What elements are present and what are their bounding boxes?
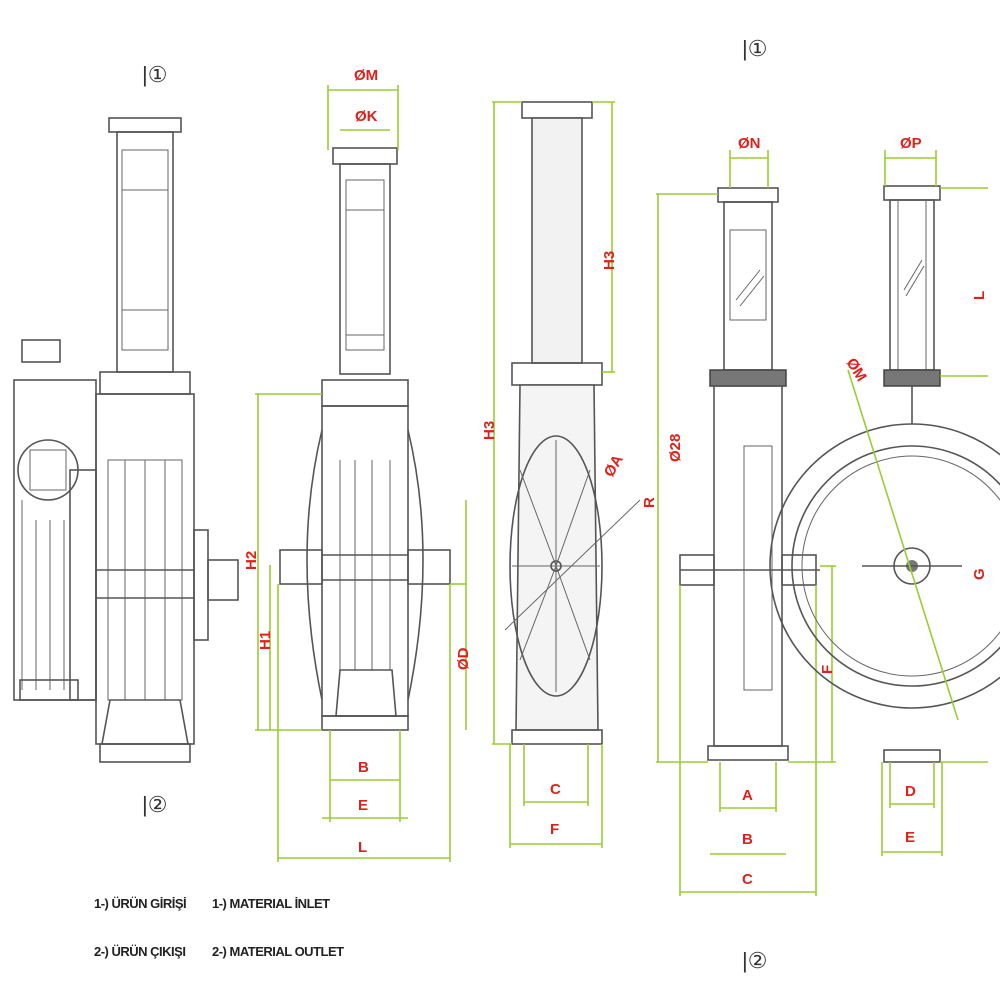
outlet-marker: |②	[142, 792, 167, 817]
view-side: |① |② ØN R Ø28 F A B C	[641, 36, 836, 973]
inlet-marker-right: |①	[742, 36, 767, 61]
dim-e-end: E	[905, 829, 915, 846]
dim-c-side: C	[742, 871, 753, 888]
dim-h3-total: H3	[481, 421, 498, 440]
dim-s: Ø28	[667, 434, 684, 462]
dim-m-end: ØM	[843, 355, 870, 385]
dim-d: ØD	[455, 647, 472, 670]
view-side-with-motor: |① |②	[13, 62, 239, 817]
dim-a-side: A	[742, 787, 753, 804]
inlet-marker: |①	[142, 62, 167, 87]
legend-en-outlet: 2-) MATERIAL OUTLET	[212, 944, 344, 959]
dim-n: ØN	[738, 135, 761, 152]
dim-b-side: B	[742, 831, 753, 848]
dim-d-end: D	[905, 783, 916, 800]
dim-b: B	[358, 759, 369, 776]
dim-l: L	[358, 839, 367, 856]
dim-f: F	[550, 821, 559, 838]
dim-h3-upper: H3	[601, 251, 618, 270]
dim-k: ØK	[355, 108, 378, 125]
dim-f-side: F	[819, 665, 836, 674]
dim-a: ØA	[601, 452, 627, 480]
dim-l-end: L	[971, 291, 988, 300]
legend-tr-outlet: 2-) ÜRÜN ÇIKIŞI	[94, 944, 186, 959]
dim-r: R	[641, 497, 658, 508]
dim-h1: H1	[257, 631, 274, 650]
view-front: ØM ØK H2 H1 ØD B E L	[243, 67, 472, 862]
legend-en-inlet: 1-) MATERIAL İNLET	[212, 896, 330, 911]
dim-h2: H2	[243, 551, 260, 570]
dim-m: ØM	[354, 67, 378, 84]
view-end: ØP L G ØM D E	[769, 135, 1000, 856]
dim-g: G	[971, 568, 988, 580]
dim-e: E	[358, 797, 368, 814]
legend-tr-inlet: 1-) ÜRÜN GİRİŞİ	[94, 896, 187, 911]
outlet-marker-right: |②	[742, 948, 767, 973]
view-section: H3 H3 ØA C F	[481, 101, 641, 848]
dim-c: C	[550, 781, 561, 798]
dim-p: ØP	[900, 135, 922, 152]
